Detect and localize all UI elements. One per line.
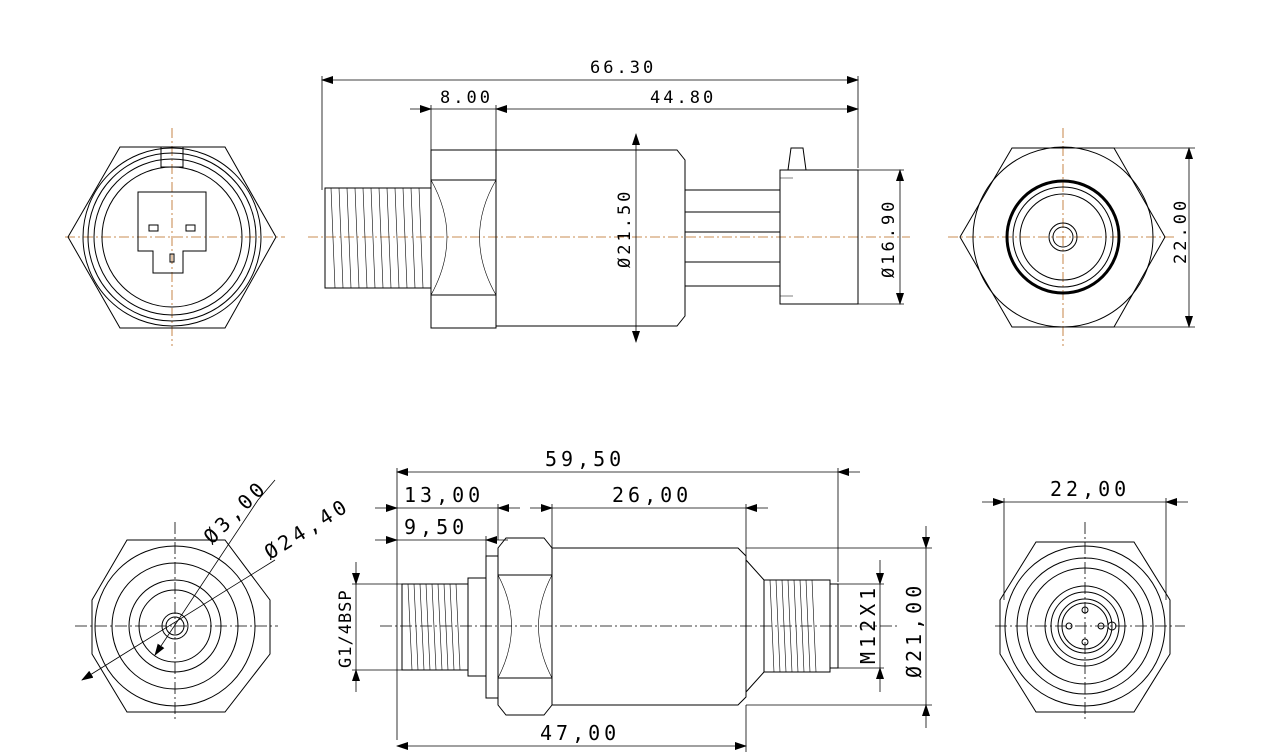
- bottom-side-view: 59,50 13,00 26,00 9,50 47,00 G1/4BSP: [336, 447, 932, 752]
- dim-b: 26,00: [612, 483, 692, 507]
- dim-overall-top: 66.30: [590, 58, 656, 78]
- dim-c: 9,50: [404, 515, 468, 539]
- bottom-right-end-view: 22,00: [982, 477, 1188, 722]
- thread-lines-top: [330, 187, 424, 289]
- dim-body-top: 44.80: [650, 88, 716, 108]
- dim-a: 13,00: [404, 483, 484, 507]
- dim-dia-hex: Ø24,40: [260, 493, 354, 564]
- dim-hole: Ø3,00: [199, 475, 273, 549]
- dim-hex-top: 22.00: [1171, 198, 1191, 264]
- dim-dia-conn-top: Ø16.90: [879, 199, 899, 278]
- dim-dia-body-bottom: Ø21,00: [902, 582, 926, 678]
- dim-thread-in: G1/4BSP: [336, 589, 356, 668]
- top-right-end-view: 22.00: [948, 128, 1195, 346]
- dim-hex-bottom: 22,00: [1050, 477, 1130, 501]
- dim-dia-body-top: Ø21.50: [615, 189, 635, 268]
- dim-base: 47,00: [540, 721, 620, 745]
- top-left-end-view: [65, 128, 285, 346]
- dim-flat-top: 8.00: [440, 88, 493, 108]
- dim-overall-bottom: 59,50: [545, 447, 625, 471]
- bottom-left-end-view: Ø3,00 Ø24,40: [75, 475, 354, 722]
- top-side-view: 66.30 8.00 44.80 Ø21.50 Ø16.90: [308, 58, 910, 343]
- dim-thread-out: M12X1: [856, 584, 880, 664]
